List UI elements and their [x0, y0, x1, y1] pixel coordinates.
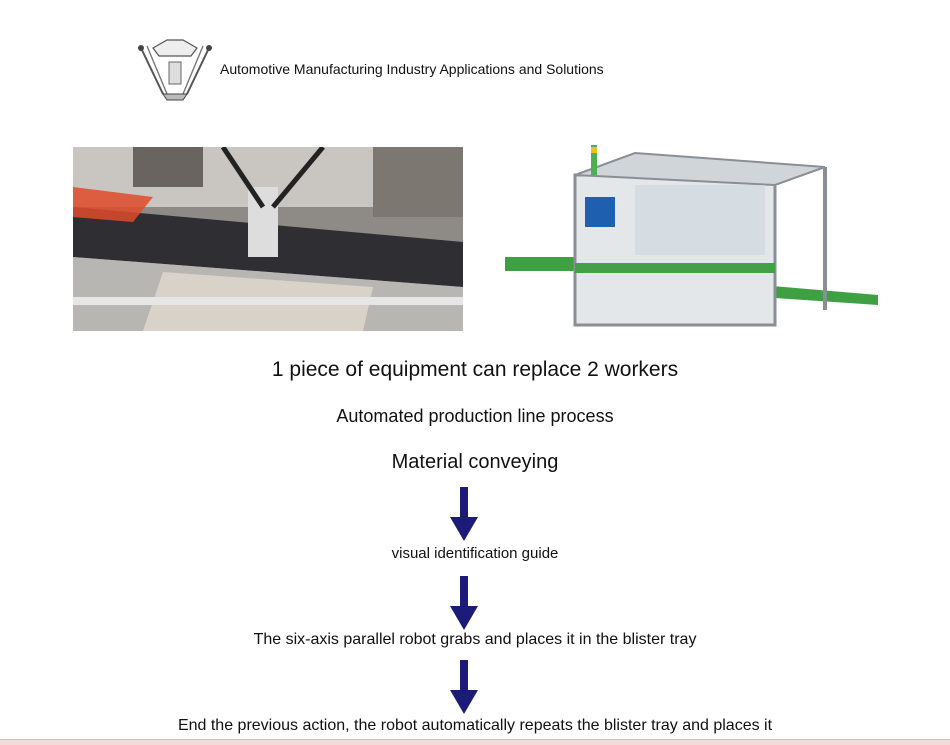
bottom-border — [0, 739, 950, 745]
step-3: The six-axis parallel robot grabs and pl… — [253, 631, 697, 648]
down-arrow-icon — [450, 576, 478, 630]
delta-robot-conveyor-photo — [73, 147, 463, 331]
step-1: Material conveying — [391, 451, 559, 473]
step-2: visual identification guide — [391, 545, 559, 562]
headline: 1 piece of equipment can replace 2 worke… — [271, 358, 679, 381]
page-title: Automotive Manufacturing Industry Applic… — [220, 61, 604, 77]
down-arrow-icon — [450, 487, 478, 541]
automated-cell-cad-render — [505, 145, 878, 331]
down-arrow-icon — [450, 660, 478, 714]
step-4: End the previous action, the robot autom… — [177, 717, 773, 734]
delta-robot-logo-icon — [138, 39, 212, 101]
subheadline: Automated production line process — [336, 406, 614, 426]
